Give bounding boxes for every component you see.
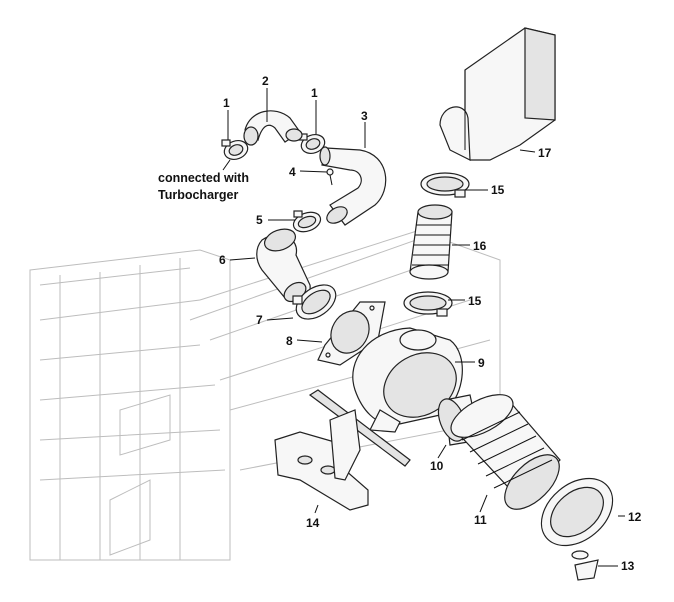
- filter-cover-part-12: [540, 477, 614, 547]
- intake-pipe-part-3: [319, 146, 387, 226]
- callout-15-upper: 15: [491, 183, 505, 197]
- bellows-hose-part-16: [409, 204, 453, 280]
- callout-11: 11: [474, 513, 487, 527]
- callout-8: 8: [286, 334, 293, 348]
- callout-10: 10: [430, 459, 444, 473]
- callout-labels: 1 2 1 3 4 5 6 7 8 9 10 11 12 13 14 15 15…: [219, 74, 642, 573]
- callout-1-left: 1: [223, 96, 230, 110]
- callout-15-lower: 15: [468, 294, 482, 308]
- callout-17: 17: [538, 146, 552, 160]
- hose-clamp-part-5: [292, 210, 322, 233]
- callout-1-right: 1: [311, 86, 318, 100]
- vehicle-frame-outline: [29, 229, 501, 561]
- hose-clamp-part-1-left: [221, 139, 249, 161]
- callout-9: 9: [478, 356, 485, 370]
- filter-element-part-11: [450, 394, 561, 510]
- hose-clamp-part-7: [292, 284, 337, 320]
- flange-cover-part-8: [317, 301, 386, 366]
- callout-13: 13: [621, 559, 635, 573]
- fitting-part-4: [326, 168, 334, 186]
- note-line-1: connected with: [158, 171, 249, 185]
- callout-3: 3: [361, 109, 368, 123]
- note-line-2: Turbocharger: [158, 188, 238, 202]
- rubber-elbow-part-2: [243, 110, 303, 146]
- callout-2: 2: [262, 74, 269, 88]
- turbocharger-note: connected with Turbocharger: [158, 171, 249, 202]
- hose-clamp-part-15-upper: [420, 172, 470, 198]
- air-filter-housing-part-9: [352, 327, 463, 433]
- callout-7: 7: [256, 313, 263, 327]
- callout-12: 12: [628, 510, 642, 524]
- mounting-bracket-part-14: [274, 389, 411, 511]
- callout-14: 14: [306, 516, 320, 530]
- hose-clamp-part-15-lower: [403, 291, 453, 317]
- dust-valve-part-13: [571, 550, 599, 581]
- callout-4: 4: [289, 165, 296, 179]
- callout-16: 16: [473, 239, 487, 253]
- callout-5: 5: [256, 213, 263, 227]
- leader-lines: [222, 88, 625, 567]
- callout-6: 6: [219, 253, 226, 267]
- intake-duct-part-17: [439, 27, 556, 161]
